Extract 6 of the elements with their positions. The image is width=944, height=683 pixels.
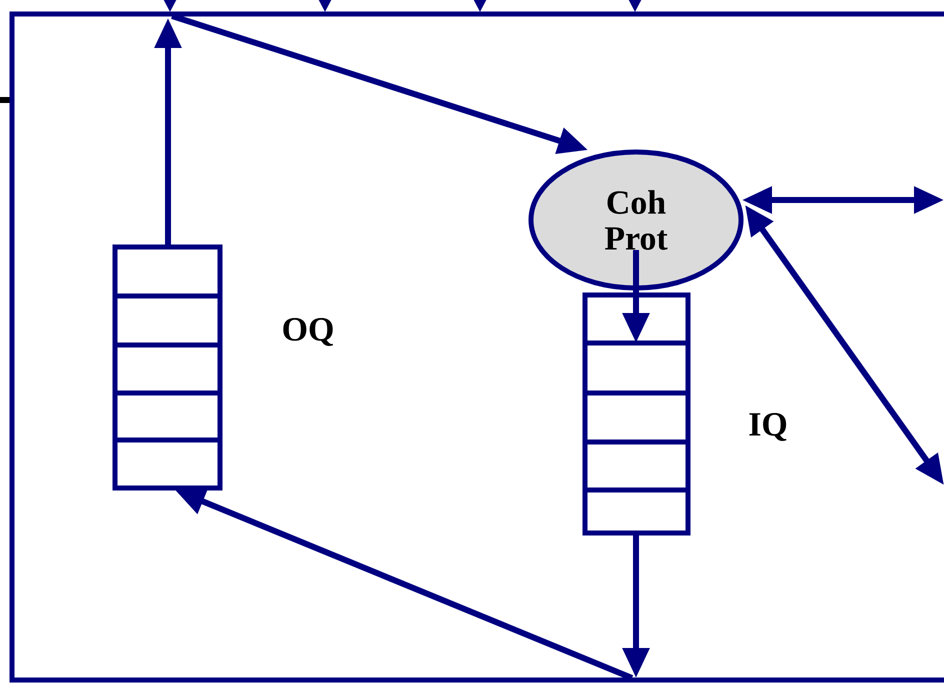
queue-box <box>112 244 222 490</box>
ellipse-node: Coh Prot <box>528 150 744 290</box>
queue-label: IQ <box>749 413 786 441</box>
queue-label: OQ <box>283 318 333 346</box>
frame-box <box>10 12 944 682</box>
queue-box <box>582 292 690 536</box>
